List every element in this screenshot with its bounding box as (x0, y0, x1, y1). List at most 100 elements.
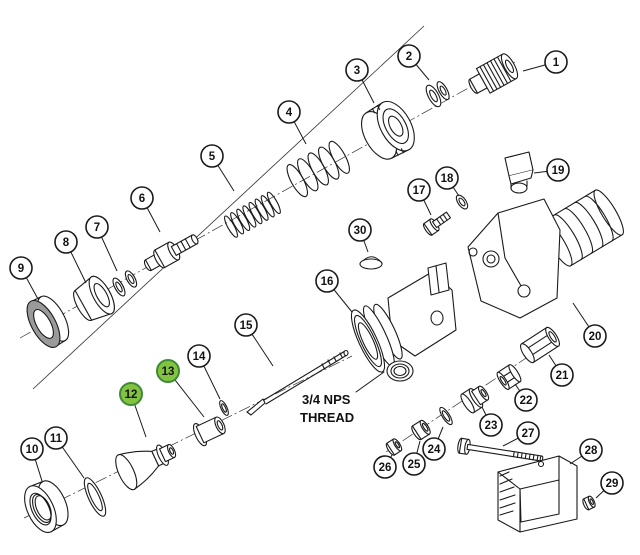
callout-circle (544, 50, 568, 74)
callout-22[interactable]: 22 (514, 383, 538, 412)
callout-number: 3 (354, 65, 360, 77)
callout-number: 16 (321, 276, 334, 288)
part-15-art (246, 349, 349, 416)
callout-circle (422, 437, 446, 461)
callout-number: 10 (26, 444, 39, 456)
callout-circle (516, 421, 540, 445)
callout-number: 26 (379, 462, 392, 474)
thread-spec-line2: THREAD (300, 410, 354, 425)
callout-circle (514, 388, 538, 412)
part-19-art (504, 151, 534, 194)
callout-number: 17 (413, 185, 426, 197)
callout-circle (583, 324, 607, 348)
callout-26[interactable]: 26 (373, 454, 397, 479)
callout-24[interactable]: 24 (422, 426, 446, 461)
part-26-art (385, 438, 403, 456)
callout-21[interactable]: 21 (548, 354, 574, 387)
callout-14[interactable]: 14 (187, 344, 221, 400)
callout-circle (402, 452, 426, 476)
callout-18[interactable]: 18 (435, 166, 460, 197)
callout-28[interactable]: 28 (569, 438, 603, 465)
callout-19[interactable]: 19 (533, 158, 570, 182)
callout-2[interactable]: 2 (397, 44, 430, 81)
callout-circle (397, 44, 421, 68)
callout-23[interactable]: 23 (479, 406, 503, 437)
callout-number: 29 (606, 478, 619, 490)
callout-13[interactable]: 13 (156, 359, 205, 418)
callout-circle (348, 218, 372, 242)
callout-29[interactable]: 29 (595, 471, 624, 499)
callout-20[interactable]: 20 (572, 302, 607, 348)
callout-circle (579, 438, 603, 462)
thread-spec-leader (355, 371, 385, 393)
part-24-art (439, 406, 453, 426)
part-16-art (350, 262, 457, 382)
callout-circle (600, 471, 624, 495)
callout-6[interactable]: 6 (130, 186, 161, 233)
part-12-art (115, 443, 177, 491)
part-29-art (582, 495, 596, 511)
callout-number: 6 (139, 193, 145, 205)
thread-spec-line1: 3/4 NPS (302, 392, 351, 407)
callout-number: 20 (589, 331, 602, 343)
callout-number: 2 (406, 51, 412, 63)
callout-number: 15 (240, 320, 253, 332)
callout-10[interactable]: 10 (20, 437, 44, 482)
part-6-art (143, 234, 199, 272)
callout-number: 1 (553, 57, 560, 69)
callout-number: 4 (286, 107, 293, 119)
callout-4[interactable]: 4 (277, 100, 307, 145)
callout-number: 8 (63, 237, 70, 249)
part-11-art (83, 477, 107, 517)
callout-circle (85, 215, 109, 239)
part-30-art (359, 256, 383, 270)
callout-circle (435, 166, 459, 190)
callout-7[interactable]: 7 (85, 215, 118, 272)
callout-17[interactable]: 17 (407, 178, 432, 216)
callout-circle (407, 178, 431, 202)
callout-circle-highlighted (156, 359, 180, 383)
part-20-art (467, 189, 624, 319)
callout-number: 11 (50, 433, 63, 445)
callout-11[interactable]: 11 (44, 426, 85, 479)
part-23-art (460, 385, 490, 414)
part-10-art (24, 480, 69, 533)
callout-1[interactable]: 1 (522, 50, 568, 74)
callout-number: 22 (520, 395, 533, 407)
construction-line (32, 25, 425, 390)
callout-circle-highlighted (119, 382, 143, 406)
callout-5[interactable]: 5 (200, 144, 235, 192)
callout-15[interactable]: 15 (234, 313, 274, 367)
callout-3[interactable]: 3 (345, 58, 375, 104)
callout-30[interactable]: 30 (348, 218, 372, 253)
part-2-art (425, 81, 450, 108)
callout-number: 21 (556, 370, 569, 382)
part-18-art (455, 194, 469, 210)
part-7-art (112, 270, 138, 297)
part-13-art (192, 416, 226, 447)
callout-circle (130, 186, 154, 210)
callout-16[interactable]: 16 (315, 269, 353, 313)
callout-number: 12 (125, 389, 138, 401)
callout-27[interactable]: 27 (502, 421, 540, 447)
callout-circle (20, 437, 44, 461)
part-5-art (224, 191, 281, 238)
part-28-art (497, 455, 578, 533)
part-4-art (286, 140, 350, 198)
callout-12[interactable]: 12 (119, 382, 147, 438)
callout-number: 25 (408, 459, 421, 471)
callout-number: 23 (485, 420, 498, 432)
callout-circle (345, 58, 369, 82)
callout-circle (373, 455, 397, 479)
callout-25[interactable]: 25 (402, 440, 426, 476)
callout-9[interactable]: 9 (9, 256, 39, 300)
part-14-art (219, 400, 229, 416)
callout-8[interactable]: 8 (54, 230, 87, 284)
parts-artwork (24, 53, 624, 533)
callout-number: 28 (585, 445, 598, 457)
callout-circle (9, 256, 33, 280)
callout-number: 5 (209, 151, 216, 163)
callout-number: 27 (522, 428, 535, 440)
callout-circle (44, 426, 68, 450)
